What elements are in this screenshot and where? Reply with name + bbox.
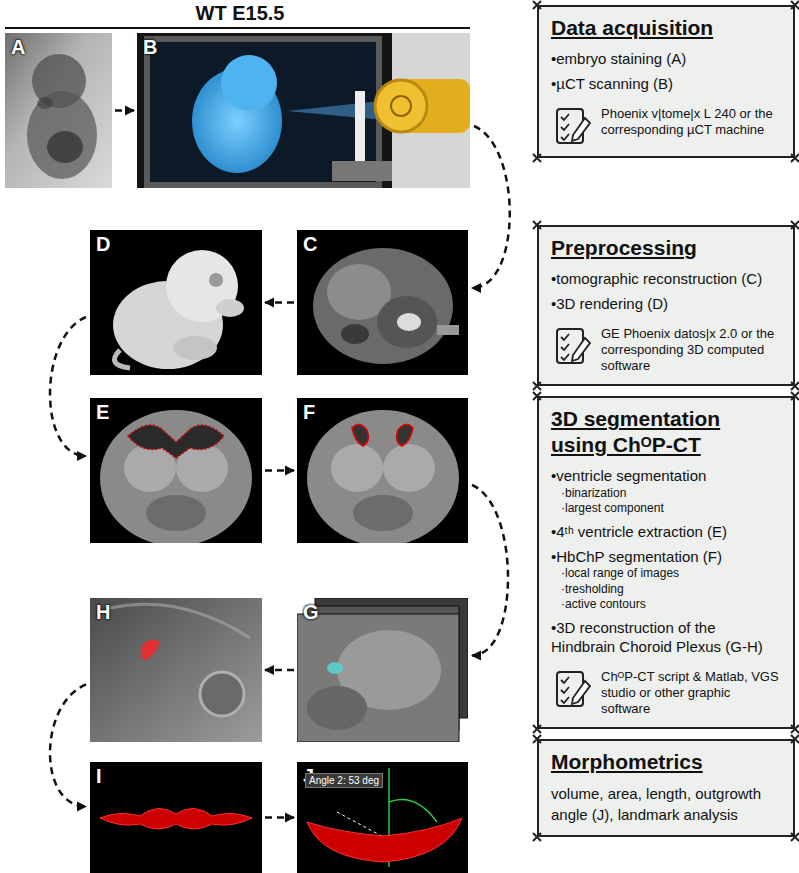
panel-letter: G (303, 601, 319, 624)
ventricle-panel: E (90, 398, 262, 543)
bullet-item: •embryo staining (A) (551, 50, 781, 69)
bullet-item: •ventricle segmentation (551, 467, 781, 486)
panel-letter: I (96, 765, 102, 788)
sub-item: ·local range of images (561, 566, 781, 582)
step-box: Morphometrics volume, area, length, outgr… (537, 739, 795, 837)
software-note: Phoenix v|tome|x L 240 or the correspond… (551, 106, 781, 146)
panel-letter: H (96, 601, 110, 624)
corner-mark (531, 390, 543, 402)
plexus-model-panel: I (90, 762, 262, 873)
panel-illustration (137, 33, 470, 188)
flow-arrow (472, 485, 508, 656)
bullet-item: •µCT scanning (B) (551, 75, 781, 94)
panel-illustration (90, 598, 262, 742)
panel-illustration (90, 398, 262, 543)
corner-mark (531, 831, 543, 843)
render-panel: D (90, 230, 262, 375)
software-note: ChᴼP-CT script & Matlab, VGS studio or o… (551, 669, 781, 718)
corner-mark (531, 733, 543, 745)
head-render-panel: H (90, 598, 262, 742)
software-note: GE Phoenix datos|x 2.0 or the correspond… (551, 326, 781, 375)
corner-mark (789, 390, 799, 402)
bullet-item: •3D rendering (D) (551, 295, 781, 314)
corner-mark (531, 152, 543, 164)
panel-letter: D (96, 233, 110, 256)
checklist-icon (555, 669, 593, 709)
xray-panel: A (5, 33, 112, 188)
box-heading: Preprocessing (551, 235, 781, 260)
figure-title: WT E15.5 (140, 2, 340, 25)
step-box: 3D segmentation using ChᴼP-CT •ventricle … (537, 396, 795, 729)
panel-letter: A (11, 36, 25, 59)
panel-illustration (297, 230, 468, 375)
flow-arrow (50, 684, 86, 806)
sub-item: ·active contours (561, 597, 781, 613)
sub-item: ·largest component (561, 501, 781, 517)
flow-arrow (265, 816, 294, 819)
software-text: Phoenix v|tome|x L 240 or the correspond… (601, 106, 773, 137)
corner-mark (531, 723, 543, 735)
panel-letter: E (96, 401, 109, 424)
box-heading: Data acquisition (551, 15, 781, 40)
corner-mark (789, 723, 799, 735)
software-text: ChᴼP-CT script & Matlab, VGS studio or o… (601, 669, 779, 717)
step-box: Preprocessing •tomographic reconstruction… (537, 225, 795, 386)
sub-item: ·binarization (561, 486, 781, 502)
corner-mark (789, 0, 799, 11)
sub-item: ·tresholding (561, 582, 781, 598)
scanner-photo-panel: B (137, 33, 470, 188)
bullet-item: •4ᵗʰ ventricle extraction (E) (551, 523, 781, 542)
ct-slice-panel: C (297, 230, 468, 375)
panel-illustration (297, 598, 468, 742)
software-text: GE Phoenix datos|x 2.0 or the correspond… (601, 326, 774, 374)
panel-illustration (297, 398, 468, 543)
corner-mark (789, 733, 799, 745)
corner-mark (531, 0, 543, 11)
flow-arrow (472, 126, 510, 288)
step-box: Data acquisition •embryo staining (A) •µCT… (537, 5, 795, 158)
bullet-item: •HbChP segmentation (F) (551, 548, 781, 567)
flow-arrow (265, 301, 294, 304)
corner-mark (531, 380, 543, 392)
panel-illustration (90, 230, 262, 375)
flow-arrow (265, 669, 294, 672)
panel-illustration (90, 762, 262, 873)
box-body: volume, area, length, outgrowth angle (J… (551, 784, 781, 825)
box-heading: 3D segmentation using ChᴼP-CT (551, 406, 781, 456)
bullet-item: •tomographic reconstruction (C) (551, 270, 781, 289)
flow-arrow (265, 469, 294, 472)
plexus-panel: F (297, 398, 468, 543)
flow-arrow (115, 109, 134, 112)
box-heading: Morphometrics (551, 749, 781, 774)
title-rule (5, 27, 470, 29)
checklist-icon (555, 106, 593, 146)
panel-letter: C (303, 233, 317, 256)
corner-mark (789, 219, 799, 231)
corner-mark (789, 380, 799, 392)
corner-mark (789, 831, 799, 843)
panel-letter: B (143, 36, 157, 59)
flow-arrow (50, 317, 86, 456)
corner-mark (789, 152, 799, 164)
slice-stack-panel: G (297, 598, 468, 742)
checklist-icon (555, 326, 593, 366)
panel-letter: F (303, 401, 315, 424)
corner-mark (531, 219, 543, 231)
bullet-item: •3D reconstruction of the Hindbrain Chor… (551, 619, 781, 657)
angle-readout: Angle 2: 53 deg (305, 773, 383, 788)
